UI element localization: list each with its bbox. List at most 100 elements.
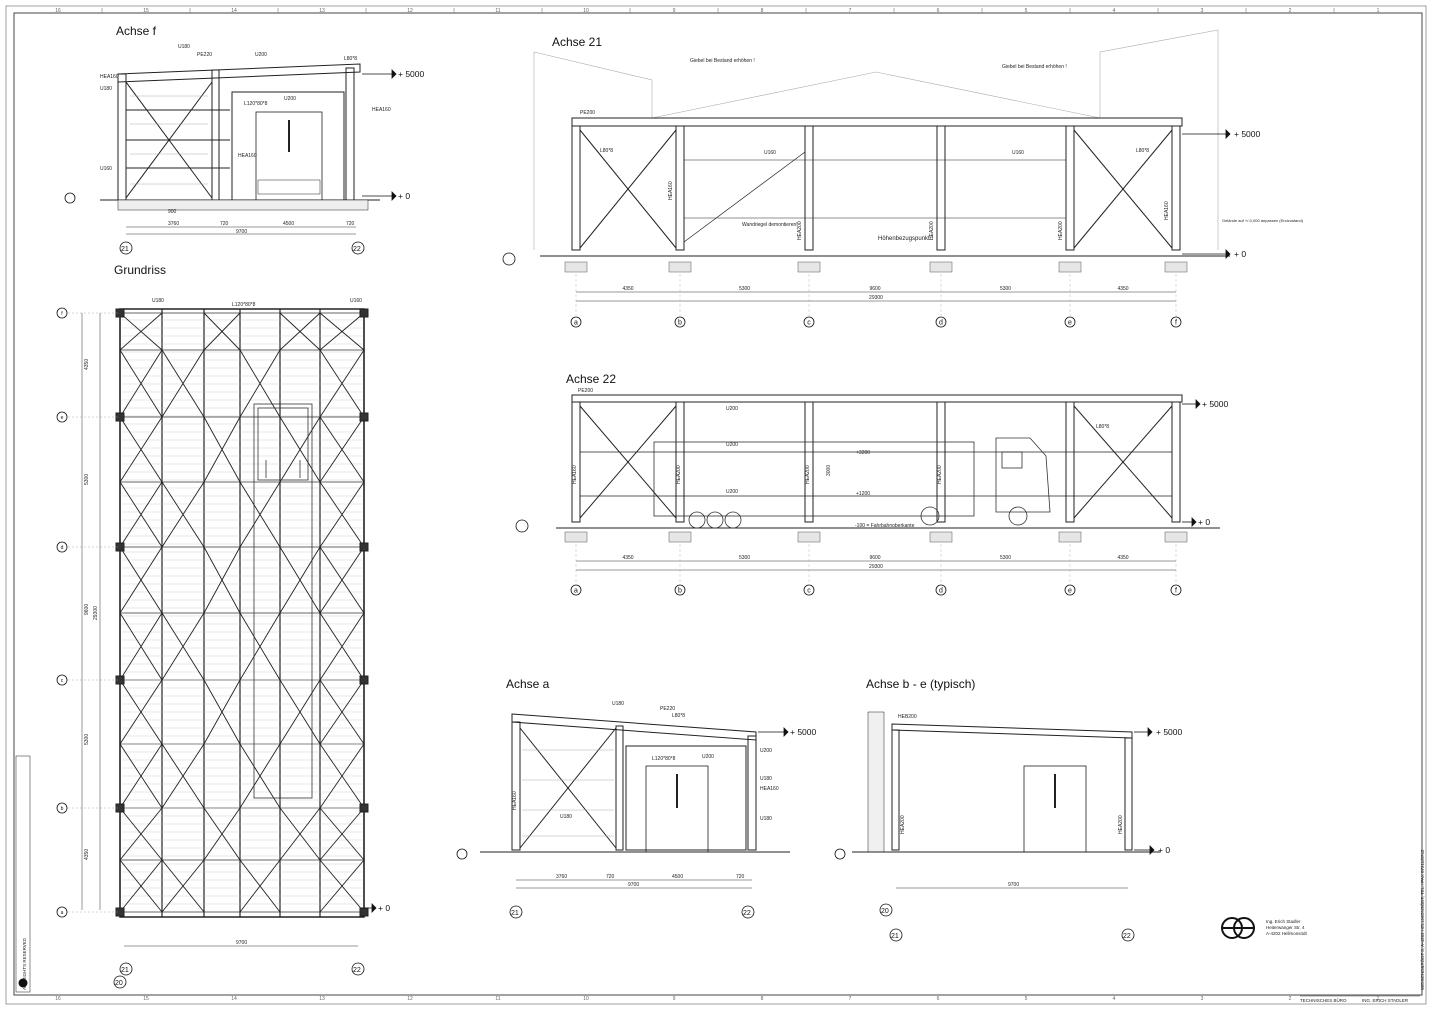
achse-21-label-7: U160 bbox=[1012, 150, 1024, 156]
achse-f-label-1: PE220 bbox=[197, 52, 212, 58]
dimension-text: 4350 bbox=[1117, 286, 1128, 292]
axis-label: f bbox=[1175, 588, 1177, 595]
plan-brace bbox=[161, 743, 205, 809]
view-achse-22: Achse 22 -100 = Fahrbahnoberkante bbox=[515, 372, 1229, 596]
plan-row-label: e bbox=[61, 415, 64, 421]
plan-row-label: c bbox=[61, 678, 64, 684]
achse-f-label-6: L120*80*8 bbox=[244, 101, 268, 107]
achse-21-note-ref: Höhenbezugspunkt ! bbox=[878, 236, 933, 242]
achse-a-level-top: + 5000 bbox=[790, 727, 817, 737]
achse-22-label-6: HEA200 bbox=[805, 465, 811, 484]
achse-a-label-4: L120*80*8 bbox=[652, 756, 676, 762]
frame-number-bottom: 15 bbox=[143, 996, 149, 1002]
axis-bubble bbox=[935, 316, 947, 328]
dimension-text: 4350 bbox=[1117, 555, 1128, 561]
footing bbox=[668, 531, 692, 543]
plan-brace bbox=[279, 546, 321, 614]
achse-a-label-0: U180 bbox=[612, 701, 624, 707]
dimension-text: 4350 bbox=[622, 286, 633, 292]
achse-22-label-2: U200 bbox=[726, 442, 738, 448]
axis-label: a bbox=[574, 320, 578, 327]
frame-number-top: 3 bbox=[1201, 8, 1204, 14]
achse-f-label-8: HEA160 bbox=[372, 107, 391, 113]
plan-brace bbox=[319, 743, 365, 809]
grundriss-label-1: L120*80*8 bbox=[232, 302, 256, 308]
frame-number-top: 13 bbox=[319, 8, 325, 14]
footing bbox=[797, 531, 821, 543]
grundriss-axis-20: 20 bbox=[115, 980, 123, 987]
plan-brace bbox=[319, 807, 365, 861]
achse-f-label-5: U180 bbox=[100, 86, 112, 92]
achse-22-level-zero: + 0 bbox=[1198, 517, 1210, 527]
plan-brace bbox=[319, 546, 365, 614]
dimension-total: 29300 bbox=[869, 564, 883, 570]
axis-bubble bbox=[1064, 316, 1076, 328]
footing bbox=[1058, 531, 1082, 543]
achse-21-label-3: HEA160 bbox=[668, 181, 674, 200]
truck-illustration bbox=[653, 437, 1051, 529]
achse-22-level-top: + 5000 bbox=[1202, 399, 1229, 409]
frame-number-bottom: 7 bbox=[849, 996, 852, 1002]
view-achse-21: Achse 21 Giebel bei Bestand erhöhen ! Gi… bbox=[502, 29, 1304, 328]
achse-22-label-10: +1200 bbox=[856, 491, 870, 497]
axis-label: c bbox=[807, 320, 811, 327]
footing bbox=[1164, 261, 1188, 273]
frame-number-bottom: 5 bbox=[1025, 996, 1028, 1002]
frame-number-top: 1 bbox=[1377, 8, 1380, 14]
achse-a-label-7: HEA160 bbox=[760, 786, 779, 792]
frame-number-bottom: 12 bbox=[407, 996, 413, 1002]
frame-number-bottom: 11 bbox=[495, 996, 500, 1002]
frame-number-top: 9 bbox=[673, 8, 676, 14]
plan-column-node bbox=[359, 308, 369, 318]
achse-a-dim-0: 3760 bbox=[556, 874, 567, 880]
footer-right: ING. ERICH STADLER bbox=[1362, 998, 1409, 1003]
achse-22-label-7: HEA200 bbox=[937, 465, 943, 484]
frame-number-top: 15 bbox=[143, 8, 149, 14]
plan-brace bbox=[119, 679, 163, 745]
axis-label: b bbox=[678, 320, 682, 327]
achse-f-axis-22: 22 bbox=[353, 246, 361, 253]
plan-column-node bbox=[359, 412, 369, 422]
achse-22-label-4: HEA160 bbox=[572, 465, 578, 484]
grundriss-dim-total: 29300 bbox=[93, 606, 99, 620]
grundriss-dim-width: 9700 bbox=[236, 940, 247, 946]
plan-row-bubble bbox=[56, 541, 68, 553]
frame-number-bottom: 6 bbox=[937, 996, 940, 1002]
achse-f-level-zero: + 0 bbox=[398, 191, 410, 201]
grundriss-title: Grundriss bbox=[114, 263, 166, 277]
achse-21-note-left: Giebel bei Bestand erhöhen ! bbox=[690, 58, 755, 64]
axis-label: d bbox=[939, 588, 943, 595]
frame-number-top: 8 bbox=[761, 8, 764, 14]
frame-number-top: 7 bbox=[849, 8, 852, 14]
plan-brace bbox=[119, 416, 163, 483]
plan-brace bbox=[239, 612, 281, 681]
achse-f-dim-2: 720 bbox=[220, 221, 229, 227]
plan-column-node bbox=[359, 542, 369, 552]
achse-21-label-4: HEA200 bbox=[797, 221, 803, 240]
grundriss-dim-4: 4350 bbox=[84, 849, 90, 860]
axis-label: a bbox=[574, 588, 578, 595]
axis-bubble bbox=[803, 316, 815, 328]
office-line3: A-4202 Hellmonsödt bbox=[1266, 931, 1308, 936]
achse-be-axis-20: 20 bbox=[881, 908, 889, 915]
achse-a-label-9: U180 bbox=[760, 816, 772, 822]
achse-f-dim-4: 720 bbox=[346, 221, 355, 227]
achse-21-note-right: Giebel bei Bestand erhöhen ! bbox=[1002, 64, 1067, 70]
dimension-text: 5300 bbox=[1000, 555, 1011, 561]
achse-f-dim-3: 4500 bbox=[283, 221, 294, 227]
plan-brace bbox=[203, 807, 241, 861]
achse-a-dim-3: 720 bbox=[736, 874, 745, 880]
plan-column-node bbox=[359, 907, 369, 917]
plan-brace bbox=[119, 807, 163, 861]
footing bbox=[1058, 261, 1082, 273]
achse-22-title: Achse 22 bbox=[566, 372, 616, 386]
plan-brace bbox=[239, 349, 281, 418]
office-name: Ing. Erich Stadler bbox=[1266, 919, 1301, 924]
axis-bubble bbox=[570, 316, 582, 328]
frame-number-top: 5 bbox=[1025, 8, 1028, 14]
grundriss-axis-21: 21 bbox=[121, 967, 129, 974]
footing bbox=[1164, 531, 1188, 543]
grundriss-dim-0: 4350 bbox=[84, 359, 90, 370]
